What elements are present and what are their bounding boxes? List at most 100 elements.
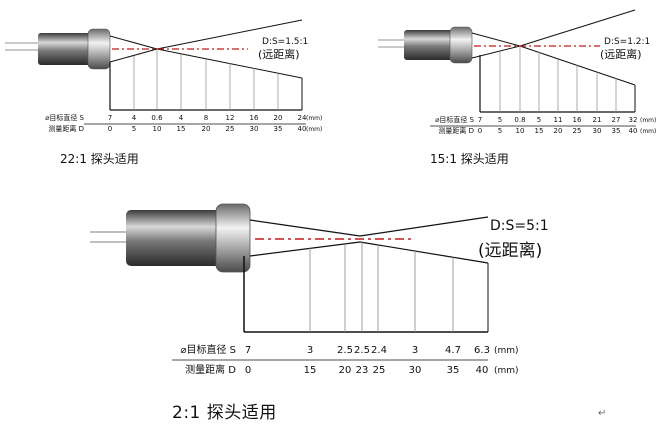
diameter-value: 27 bbox=[612, 116, 621, 124]
diameter-value: 3 bbox=[307, 345, 313, 356]
unit-label: (mm) bbox=[640, 128, 656, 135]
unit-label: (mm) bbox=[306, 126, 322, 133]
probe-caption: 2:1 探头适用 bbox=[172, 403, 277, 423]
distance-ticks bbox=[309, 242, 454, 332]
probe-panel-22-1: D:S=1.5:1 (远距离) ⌀目标直径 S 测量距离 D 7 4 0.6 4… bbox=[0, 0, 340, 170]
diameter-value: 7 bbox=[478, 116, 482, 124]
diameter-value: 16 bbox=[573, 116, 582, 124]
distance-value: 30 bbox=[409, 365, 422, 376]
distance-value: 35 bbox=[447, 365, 460, 376]
distance-value: 25 bbox=[573, 127, 582, 135]
distance-value: 10 bbox=[516, 127, 525, 135]
distance-value: 35 bbox=[612, 127, 621, 135]
unit-label: (mm) bbox=[306, 115, 322, 122]
diameter-value: 5 bbox=[537, 116, 541, 124]
diameter-value: 20 bbox=[274, 114, 283, 122]
mode-label: (远距离) bbox=[258, 47, 300, 61]
return-mark: ↵ bbox=[598, 408, 607, 419]
diameter-value: 8 bbox=[204, 114, 208, 122]
diameter-value: 24 bbox=[298, 114, 307, 122]
probe-body bbox=[38, 33, 93, 65]
distance-value: 35 bbox=[274, 125, 283, 133]
distance-value: 20 bbox=[202, 125, 211, 133]
row-label-diameter: ⌀目标直径 S bbox=[435, 115, 474, 124]
mode-label: (远距离) bbox=[600, 47, 642, 61]
diagram-line bbox=[109, 48, 158, 63]
diagram-line bbox=[359, 216, 489, 237]
diameter-value: 3 bbox=[412, 345, 418, 356]
distance-value: 30 bbox=[593, 127, 602, 135]
row-label-distance: 测量距离 D bbox=[438, 126, 474, 135]
distance-value: 40 bbox=[629, 127, 638, 135]
probe-head bbox=[449, 26, 473, 64]
diagram-line bbox=[471, 32, 521, 47]
distance-value: 5 bbox=[132, 125, 136, 133]
diameter-value: 0.6 bbox=[151, 114, 163, 122]
diameter-value: 2.4 bbox=[371, 345, 387, 356]
diameter-value: 2.5 bbox=[354, 345, 370, 356]
probe-body bbox=[126, 210, 224, 266]
row-label-distance: 测量距离 D bbox=[48, 124, 84, 133]
distance-value: 5 bbox=[498, 127, 502, 135]
distance-value: 40 bbox=[476, 365, 489, 376]
row-label-distance: 测量距离 D bbox=[185, 363, 236, 376]
probe-caption: 22:1 探头适用 bbox=[60, 152, 139, 166]
diagram-line bbox=[109, 35, 158, 50]
distance-value: 25 bbox=[373, 365, 386, 376]
ratio-label: D:S=1.5:1 bbox=[262, 37, 308, 47]
diameter-value: 21 bbox=[593, 116, 602, 124]
probe-diagram-22-1: D:S=1.5:1 (远距离) ⌀目标直径 S 测量距离 D 7 4 0.6 4… bbox=[5, 19, 322, 133]
diagram-line bbox=[359, 241, 489, 264]
diameter-value: 6.3 bbox=[474, 345, 490, 356]
probe-diagram-2-1: D:S=5:1 (远距离) ⌀目标直径 S 测量距离 D 7 3 2.5 2.5… bbox=[90, 203, 549, 376]
distance-values: 0 5 10 15 20 25 30 35 40 bbox=[478, 127, 638, 135]
diameter-values: 7 5 0.8 5 11 16 21 27 32 bbox=[478, 116, 638, 124]
probe-panel-2-1: D:S=5:1 (远距离) ⌀目标直径 S 测量距离 D 7 3 2.5 2.5… bbox=[0, 180, 670, 425]
probe-diagram-15-1: D:S=1.2:1 (远距离) ⌀目标直径 S 测量距离 D 7 5 0.8 5… bbox=[378, 9, 656, 135]
distance-value: 40 bbox=[298, 125, 307, 133]
distance-value: 15 bbox=[177, 125, 186, 133]
diameter-value: 4.7 bbox=[445, 345, 461, 356]
probe-panel-15-1: D:S=1.2:1 (远距离) ⌀目标直径 S 测量距离 D 7 5 0.8 5… bbox=[370, 0, 670, 170]
distance-ticks bbox=[133, 49, 279, 110]
diagram-line bbox=[249, 219, 361, 237]
probe-head bbox=[215, 203, 251, 273]
distance-value: 23 bbox=[356, 365, 369, 376]
distance-value: 0 bbox=[478, 127, 482, 135]
distance-value: 15 bbox=[304, 365, 317, 376]
diameter-values: 7 4 0.6 4 8 12 16 20 24 bbox=[108, 114, 307, 122]
distance-ticks bbox=[499, 46, 617, 112]
ratio-label: D:S=1.2:1 bbox=[604, 37, 650, 47]
diameter-values: 7 3 2.5 2.5 2.4 3 4.7 6.3 bbox=[245, 345, 490, 356]
unit-label: (mm) bbox=[494, 366, 519, 376]
diameter-value: 2.5 bbox=[337, 345, 353, 356]
diameter-value: 7 bbox=[245, 345, 251, 356]
distance-values: 0 5 10 15 20 25 30 35 40 bbox=[108, 125, 307, 133]
distance-value: 0 bbox=[108, 125, 112, 133]
diameter-value: 4 bbox=[179, 114, 184, 122]
distance-value: 20 bbox=[339, 365, 352, 376]
distance-value: 0 bbox=[245, 365, 251, 376]
distance-value: 20 bbox=[554, 127, 563, 135]
probe-head bbox=[87, 28, 111, 70]
diameter-value: 16 bbox=[250, 114, 259, 122]
mode-label: (远距离) bbox=[478, 241, 542, 261]
distance-value: 30 bbox=[250, 125, 259, 133]
probe-caption: 15:1 探头适用 bbox=[430, 152, 509, 166]
unit-label: (mm) bbox=[494, 346, 519, 356]
distance-value: 15 bbox=[535, 127, 544, 135]
ratio-label: D:S=5:1 bbox=[490, 218, 549, 234]
diameter-value: 7 bbox=[108, 114, 112, 122]
distance-value: 10 bbox=[153, 125, 162, 133]
diagram-line bbox=[471, 45, 521, 59]
distance-values: 0 15 20 23 25 30 35 40 bbox=[245, 365, 489, 376]
probe-body bbox=[404, 30, 454, 60]
diagram-line bbox=[156, 19, 303, 50]
diameter-value: 12 bbox=[226, 114, 235, 122]
row-label-diameter: ⌀目标直径 S bbox=[180, 343, 236, 356]
diameter-value: 4 bbox=[132, 114, 137, 122]
diameter-value: 11 bbox=[554, 116, 563, 124]
diameter-value: 0.8 bbox=[514, 116, 525, 124]
diameter-value: 32 bbox=[629, 116, 638, 124]
row-label-diameter: ⌀目标直径 S bbox=[45, 113, 84, 122]
